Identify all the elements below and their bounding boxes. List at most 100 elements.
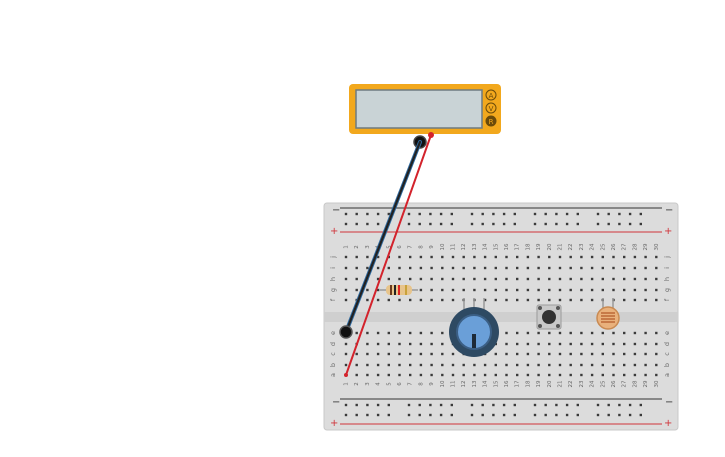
terminal-hole[interactable] (623, 373, 626, 377)
terminal-hole[interactable] (558, 266, 562, 270)
terminal-hole[interactable] (451, 363, 455, 367)
rail-hole[interactable] (533, 413, 537, 417)
rail-hole[interactable] (513, 222, 516, 226)
terminal-hole[interactable] (483, 363, 487, 367)
terminal-hole[interactable] (387, 298, 390, 302)
terminal-hole[interactable] (376, 277, 380, 281)
terminal-hole[interactable] (516, 255, 519, 259)
terminal-hole[interactable] (623, 352, 626, 356)
terminal-hole[interactable] (494, 373, 497, 377)
terminal-hole[interactable] (366, 373, 369, 377)
terminal-hole[interactable] (644, 363, 647, 367)
terminal-hole[interactable] (494, 352, 497, 356)
terminal-hole[interactable] (483, 298, 487, 302)
terminal-hole[interactable] (537, 352, 540, 356)
terminal-hole[interactable] (398, 342, 401, 346)
terminal-hole[interactable] (355, 352, 358, 356)
rail-hole[interactable] (596, 413, 600, 417)
rail-hole[interactable] (418, 212, 421, 216)
terminal-hole[interactable] (473, 255, 476, 259)
terminal-hole[interactable] (580, 363, 583, 367)
terminal-hole[interactable] (526, 331, 530, 335)
breadboard-holes[interactable] (344, 212, 658, 417)
terminal-hole[interactable] (409, 331, 412, 335)
terminal-hole[interactable] (344, 266, 348, 270)
terminal-hole[interactable] (430, 255, 433, 259)
terminal-hole[interactable] (612, 255, 615, 259)
terminal-hole[interactable] (516, 298, 519, 302)
terminal-hole[interactable] (430, 373, 433, 377)
terminal-hole[interactable] (344, 342, 348, 346)
terminal-hole[interactable] (612, 352, 615, 356)
terminal-hole[interactable] (494, 298, 497, 302)
black-probe-wire[interactable] (344, 140, 422, 334)
terminal-hole[interactable] (483, 373, 487, 377)
terminal-hole[interactable] (451, 298, 455, 302)
terminal-hole[interactable] (526, 266, 530, 270)
terminal-hole[interactable] (462, 255, 465, 259)
terminal-hole[interactable] (505, 373, 508, 377)
rail-hole[interactable] (492, 403, 495, 407)
rail-hole[interactable] (618, 222, 621, 226)
terminal-hole[interactable] (590, 266, 594, 270)
terminal-hole[interactable] (590, 342, 594, 346)
rail-hole[interactable] (450, 403, 453, 407)
terminal-hole[interactable] (398, 298, 401, 302)
terminal-hole[interactable] (398, 352, 401, 356)
terminal-hole[interactable] (366, 342, 369, 346)
rail-hole[interactable] (502, 403, 506, 407)
rail-hole[interactable] (576, 403, 579, 407)
rail-hole[interactable] (387, 212, 390, 216)
rail-hole[interactable] (628, 222, 632, 226)
terminal-hole[interactable] (569, 363, 572, 367)
terminal-hole[interactable] (344, 298, 348, 302)
terminal-hole[interactable] (516, 363, 519, 367)
terminal-hole[interactable] (590, 373, 594, 377)
terminal-hole[interactable] (580, 373, 583, 377)
terminal-hole[interactable] (633, 298, 637, 302)
terminal-hole[interactable] (537, 298, 540, 302)
terminal-hole[interactable] (526, 277, 530, 281)
rail-hole[interactable] (407, 222, 411, 226)
rail-hole[interactable] (544, 222, 547, 226)
rail-hole[interactable] (576, 413, 579, 417)
terminal-hole[interactable] (612, 331, 615, 335)
terminal-hole[interactable] (612, 288, 615, 292)
rail-hole[interactable] (450, 212, 453, 216)
terminal-hole[interactable] (441, 373, 444, 377)
rail-hole[interactable] (355, 212, 358, 216)
terminal-hole[interactable] (430, 363, 433, 367)
terminal-hole[interactable] (548, 266, 551, 270)
terminal-hole[interactable] (601, 266, 604, 270)
rail-hole[interactable] (470, 403, 474, 407)
terminal-hole[interactable] (387, 373, 390, 377)
terminal-hole[interactable] (633, 277, 637, 281)
terminal-hole[interactable] (494, 277, 497, 281)
terminal-hole[interactable] (473, 363, 476, 367)
terminal-hole[interactable] (398, 373, 401, 377)
terminal-hole[interactable] (505, 266, 508, 270)
terminal-hole[interactable] (655, 331, 658, 335)
rail-hole[interactable] (344, 222, 348, 226)
rail-hole[interactable] (481, 222, 484, 226)
terminal-hole[interactable] (655, 277, 658, 281)
terminal-hole[interactable] (558, 331, 562, 335)
terminal-hole[interactable] (580, 298, 583, 302)
terminal-hole[interactable] (376, 255, 380, 259)
terminal-hole[interactable] (398, 277, 401, 281)
terminal-hole[interactable] (355, 373, 358, 377)
terminal-hole[interactable] (644, 277, 647, 281)
terminal-hole[interactable] (558, 342, 562, 346)
terminal-hole[interactable] (623, 288, 626, 292)
terminal-hole[interactable] (516, 342, 519, 346)
terminal-hole[interactable] (548, 298, 551, 302)
terminal-hole[interactable] (558, 352, 562, 356)
rail-hole[interactable] (628, 413, 632, 417)
rail-hole[interactable] (470, 222, 474, 226)
terminal-hole[interactable] (590, 363, 594, 367)
terminal-hole[interactable] (548, 277, 551, 281)
terminal-hole[interactable] (558, 373, 562, 377)
terminal-hole[interactable] (590, 298, 594, 302)
mode-button-r[interactable] (485, 115, 497, 127)
